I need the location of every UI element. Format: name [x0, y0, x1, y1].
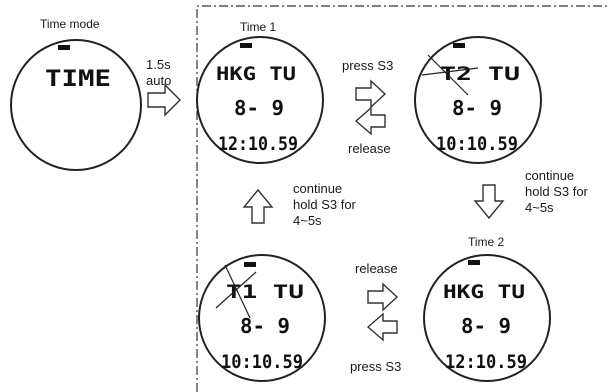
blink-mark [427, 54, 469, 96]
label-hold-right: hold S3 for [525, 184, 589, 199]
label-auto-delay: 1.5s [146, 57, 171, 72]
blink-mark [224, 264, 251, 319]
arrow-right-icon [367, 282, 399, 312]
battery-indicator [240, 43, 252, 48]
arrow-down-icon [473, 184, 505, 220]
label-release-top: release [348, 141, 391, 156]
arrow-right-icon [147, 83, 181, 117]
battery-indicator [58, 45, 70, 50]
battery-indicator [453, 43, 465, 48]
lcd-line-1: T2 TU [440, 63, 520, 85]
label-auto: auto [146, 73, 171, 88]
blink-mark [215, 271, 257, 309]
watch-face-edit-time-2: T2 TU 8- 9 10:10.59 [414, 36, 542, 164]
lcd-line-3: 12:10.59 [218, 133, 298, 155]
label-press-s3-bottom: press S3 [350, 359, 401, 374]
lcd-line-3: 10:10.59 [221, 351, 303, 373]
caption-time-1: Time 1 [240, 20, 277, 34]
lcd-line-1: T1 TU [226, 281, 304, 303]
lcd-line-3: 12:10.59 [445, 351, 527, 373]
lcd-line-2: 8- 9 [452, 96, 502, 120]
label-continue-right: continue [525, 168, 574, 183]
caption-time-2: Time 2 [468, 235, 505, 249]
watch-face-edit-time-1: T1 TU 8- 9 10:10.59 [198, 254, 326, 382]
watch-face-time-1: Time 1 HKG TU 8- 9 12:10.59 [196, 20, 324, 164]
battery-indicator [468, 260, 480, 265]
label-continue-left: continue [293, 181, 342, 196]
caption-time-mode: Time mode [40, 17, 100, 31]
label-hold-left: hold S3 for [293, 197, 357, 212]
watch-face-time-2: Time 2 HKG TU 8- 9 12:10.59 [423, 235, 551, 382]
arrow-up-icon [242, 188, 274, 224]
arrow-left-icon [354, 106, 386, 136]
lcd-line-3: 10:10.59 [436, 133, 518, 155]
arrow-right-icon [355, 79, 387, 109]
lcd-line-2: 8- 9 [234, 96, 284, 120]
lcd-line-1: HKG TU [443, 281, 525, 303]
lcd-line-1: TIME [45, 67, 111, 92]
lcd-line-1: HKG TU [216, 63, 296, 85]
label-press-s3-top: press S3 [342, 58, 393, 73]
lcd-line-2: 8- 9 [240, 314, 290, 338]
blink-mark [421, 67, 479, 76]
label-release-bottom: release [355, 261, 398, 276]
watch-face-time-mode: Time mode TIME [10, 17, 142, 171]
battery-indicator [244, 262, 256, 267]
arrow-left-icon [366, 312, 398, 342]
cycle-frame [196, 5, 609, 392]
label-duration-left: 4~5s [293, 213, 322, 228]
label-duration-right: 4~5s [525, 200, 554, 215]
lcd-line-2: 8- 9 [461, 314, 511, 338]
